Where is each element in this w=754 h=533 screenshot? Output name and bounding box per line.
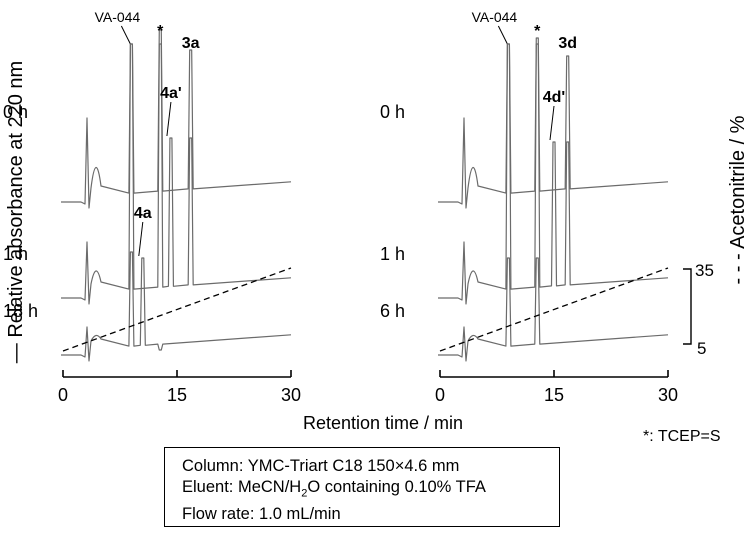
peak-label: 4d' (543, 89, 565, 106)
chromatogram-panel-right: 0 15 30 0 h VA-044 * 3d 1 h 4d' 6 h (380, 9, 678, 405)
x-tick-label: 30 (658, 385, 678, 405)
peak-label: 4a' (160, 85, 182, 102)
gradient-scale-high-label: 35 (695, 261, 714, 280)
chromatogram-trace (438, 43, 669, 305)
column-condition: Column: YMC-Triart C18 150×4.6 mm (182, 457, 460, 475)
gradient-line (62, 267, 292, 352)
flow-condition: Flow rate: 1.0 mL/min (182, 505, 341, 524)
chromatogram-trace (438, 257, 669, 362)
peak-label: * (157, 23, 164, 40)
peak-arrow (138, 221, 144, 257)
gradient-scale-bracket (683, 268, 692, 345)
peak-label: 4a (134, 205, 152, 222)
hplc-conditions-box: Column: YMC-Triart C18 150×4.6 mm Eluent… (164, 447, 560, 527)
eluent-prefix: Eluent: MeCN/H (182, 478, 302, 496)
right-y-axis-label: - - - Acetonitrile / % (727, 115, 749, 284)
x-tick-label: 30 (281, 385, 301, 405)
peak-arrow (497, 25, 508, 45)
x-tick-label: 15 (544, 385, 564, 405)
peak-label: VA-044 (472, 9, 518, 25)
gradient-line (439, 267, 669, 352)
chromatogram-panel-left: 0 15 30 0 h VA-044 * 3a 1 h 4a' 18 h 4a (3, 9, 301, 405)
time-label: 0 h (3, 102, 28, 122)
peak-label: * (534, 23, 541, 40)
time-label: 1 h (3, 244, 28, 264)
peak-arrow (549, 105, 555, 141)
x-tick-label: 0 (435, 385, 445, 405)
chromatogram-trace (438, 37, 669, 209)
time-label: 1 h (380, 244, 405, 264)
chromatogram-trace (61, 251, 292, 362)
chromatogram-trace (61, 29, 292, 209)
chromatogram-trace (61, 43, 292, 305)
peak-label: 3a (182, 35, 200, 52)
left-y-axis-label: — Relative absorbance at 220 nm (5, 61, 27, 363)
eluent-subscript: 2 (301, 487, 308, 500)
x-axis-label: Retention time / min (303, 413, 463, 433)
peak-arrow (166, 101, 172, 137)
eluent-suffix: O containing 0.10% TFA (307, 478, 486, 496)
time-label: 18 h (3, 301, 38, 321)
eluent-condition: Eluent: MeCN/H2O containing 0.10% TFA (182, 477, 559, 504)
x-tick-label: 0 (58, 385, 68, 405)
x-tick-label: 15 (167, 385, 187, 405)
footnote: *: TCEP=S (643, 428, 721, 445)
peak-arrow (120, 25, 131, 45)
peak-label: VA-044 (95, 9, 141, 25)
gradient-scale-low-label: 5 (697, 339, 706, 358)
peak-label: 3d (558, 35, 577, 52)
time-label: 0 h (380, 102, 405, 122)
time-label: 6 h (380, 301, 405, 321)
